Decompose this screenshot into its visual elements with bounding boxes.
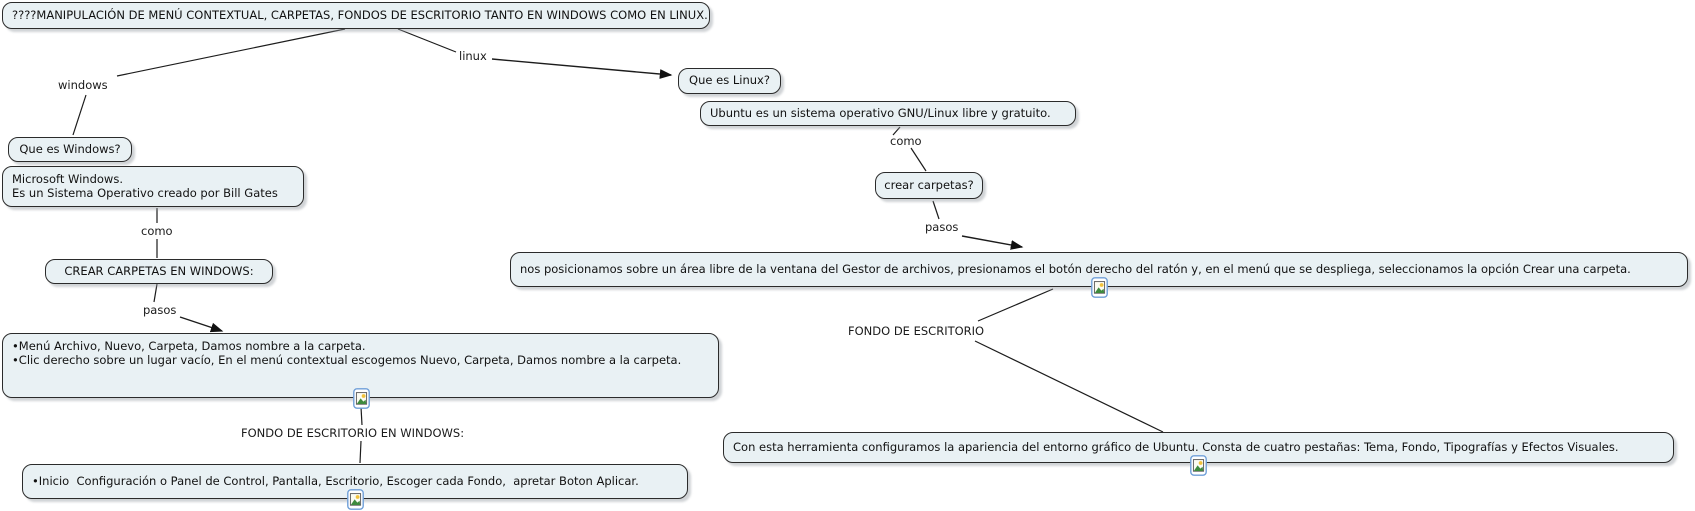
linking-phrase-pasos-windows[interactable]: pasos [143,303,177,317]
connector-crear-to-pasos [153,283,158,303]
connector-root-to-windows [116,28,346,77]
connector-root-to-linux [397,28,457,53]
concept-que-es-linux[interactable]: Que es Linux? [678,68,781,94]
connector-fondo-label-to-config [974,340,1164,433]
concept-crear-carpetas-windows[interactable]: CREAR CARPETAS EN WINDOWS: [45,259,273,284]
linking-phrase-windows[interactable]: windows [58,78,108,92]
concept-steps-windows[interactable]: •Menú Archivo, Nuevo, Carpeta, Damos nom… [2,333,719,398]
connector-crear-carpetas-to-pasos [932,200,940,220]
concept-microsoft-windows[interactable]: Microsoft Windows. Es un Sistema Operati… [2,166,304,207]
image-resource-icon[interactable] [347,489,364,510]
linking-phrase-como-linux[interactable]: como [890,134,922,148]
steps-windows-line1: •Menú Archivo, Nuevo, Carpeta, Damos nom… [12,339,366,353]
linking-phrase-linux[interactable]: linux [459,49,487,63]
image-resource-icon[interactable] [353,388,370,409]
concept-que-es-windows-label: Que es Windows? [19,141,121,156]
concept-crear-carpetas-windows-label: CREAR CARPETAS EN WINDOWS: [64,263,254,278]
fondo-config-linux-text: Con esta herramienta configuramos la apa… [733,439,1619,454]
ms-definition-line2: Es un Sistema Operativo creado por Bill … [12,185,278,200]
connector-ubuntu-to-como [892,126,901,136]
connector-windows-to-question [72,94,87,136]
steps-windows-line2: •Clic derecho sobre un lugar vacío, En e… [12,352,682,367]
ubuntu-definition-text: Ubuntu es un sistema operativo GNU/Linux… [710,105,1051,120]
concept-que-es-linux-label: Que es Linux? [689,73,770,88]
fondo-steps-windows-text: •Inicio Configuración o Panel de Control… [32,473,639,488]
image-resource-icon[interactable] [1091,277,1108,298]
linking-phrase-fondo-escritorio-linux[interactable]: FONDO DE ESCRITORIO [848,324,985,338]
concept-que-es-windows[interactable]: Que es Windows? [8,137,132,162]
steps-linux-text: nos posicionamos sobre un área libre de … [520,261,1631,276]
connector-longbox-to-fondo-label [977,288,1054,322]
linking-phrase-pasos-linux[interactable]: pasos [925,220,959,234]
concept-root[interactable]: ????MANIPULACIÓN DE MENÚ CONTEXTUAL, CAR… [2,2,710,29]
connector-como-to-crear-carpetas [910,147,927,172]
connector-fondo-label-to-inicio [359,440,362,464]
connector-pasos-to-longbox-arrow [961,235,1024,250]
linking-phrase-como-windows[interactable]: como [141,224,173,238]
linking-phrase-fondo-escritorio-windows[interactable]: FONDO DE ESCRITORIO EN WINDOWS: [241,426,465,440]
connector-pasos-to-steps-arrow [179,316,224,333]
connector-linux-to-question-arrow [491,58,673,79]
concept-root-label: ????MANIPULACIÓN DE MENÚ CONTEXTUAL, CAR… [12,7,708,22]
connector-steps-to-fondo-label [360,406,363,426]
concept-crear-carpetas-linux[interactable]: crear carpetas? [875,172,983,199]
ms-definition-line1: Microsoft Windows. [12,172,123,186]
image-resource-icon[interactable] [1190,455,1207,476]
concept-crear-carpetas-linux-label: crear carpetas? [884,177,974,192]
concept-ubuntu-definition[interactable]: Ubuntu es un sistema operativo GNU/Linux… [700,101,1076,126]
